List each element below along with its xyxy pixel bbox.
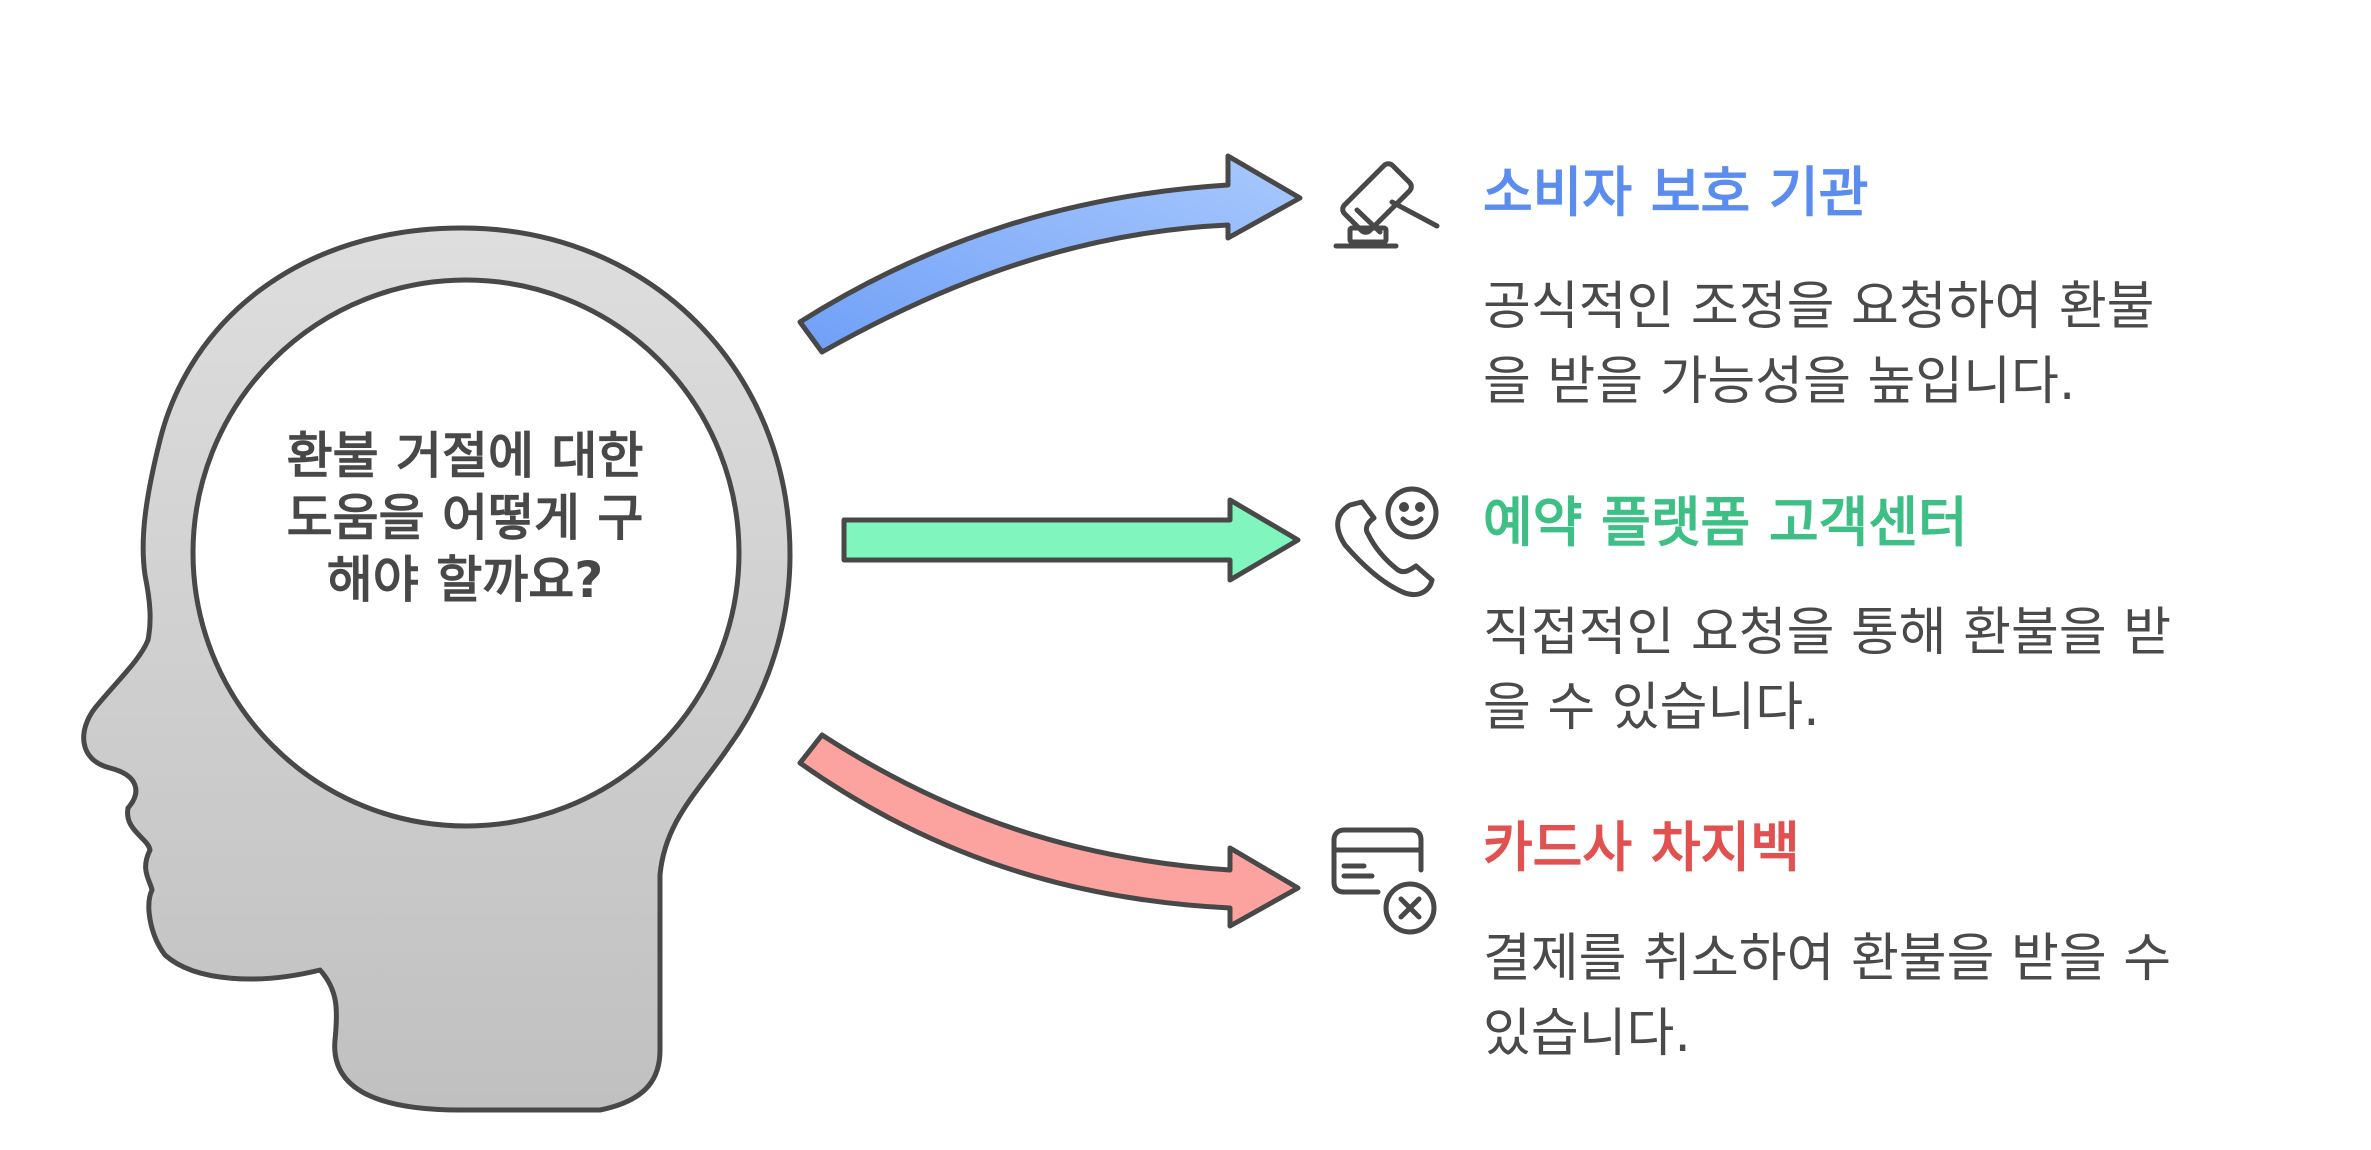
option-description-line: 을 수 있습니다. [1483,678,1820,738]
option-description-line: 결제를 취소하여 환불을 받을 수 [1483,929,2172,989]
option-description-line: 공식적인 조정을 요청하여 환불 [1483,277,2155,337]
option-description-platform-support: 직접적인 요청을 통해 환불을 받 을 수 있습니다. [1483,596,2171,746]
credit-card-cancel-icon [1331,827,1437,935]
central-question: 환불 거절에 대한 도움을 어떻게 구 해야 할까요? [205,425,725,611]
central-question-line-1: 환불 거절에 대한 [286,427,644,485]
option-title-chargeback: 카드사 차지백 [1483,816,1800,879]
option-description-line: 을 받을 가능성을 높입니다. [1483,352,2076,412]
option-description-consumer-protection: 공식적인 조정을 요청하여 환불 을 받을 가능성을 높입니다. [1483,270,2155,420]
central-question-line-2: 도움을 어떻게 구 [286,489,644,547]
arrow-platform-support [841,497,1301,583]
arrow-consumer-protection [797,153,1303,355]
option-description-line: 직접적인 요청을 통해 환불을 받 [1483,603,2172,663]
option-title-platform-support: 예약 플랫폼 고객센터 [1483,491,1968,554]
thought-circle [190,277,742,829]
option-description-chargeback: 결제를 취소하여 환불을 받을 수 있습니다. [1483,922,2171,1072]
arrow-chargeback [797,732,1301,929]
gavel-icon [1333,161,1440,249]
phone-smile-icon [1335,486,1439,597]
central-question-line-3: 해야 할까요? [326,551,604,609]
option-title-consumer-protection: 소비자 보호 기관 [1483,161,1869,224]
option-description-line: 있습니다. [1483,1004,1691,1064]
